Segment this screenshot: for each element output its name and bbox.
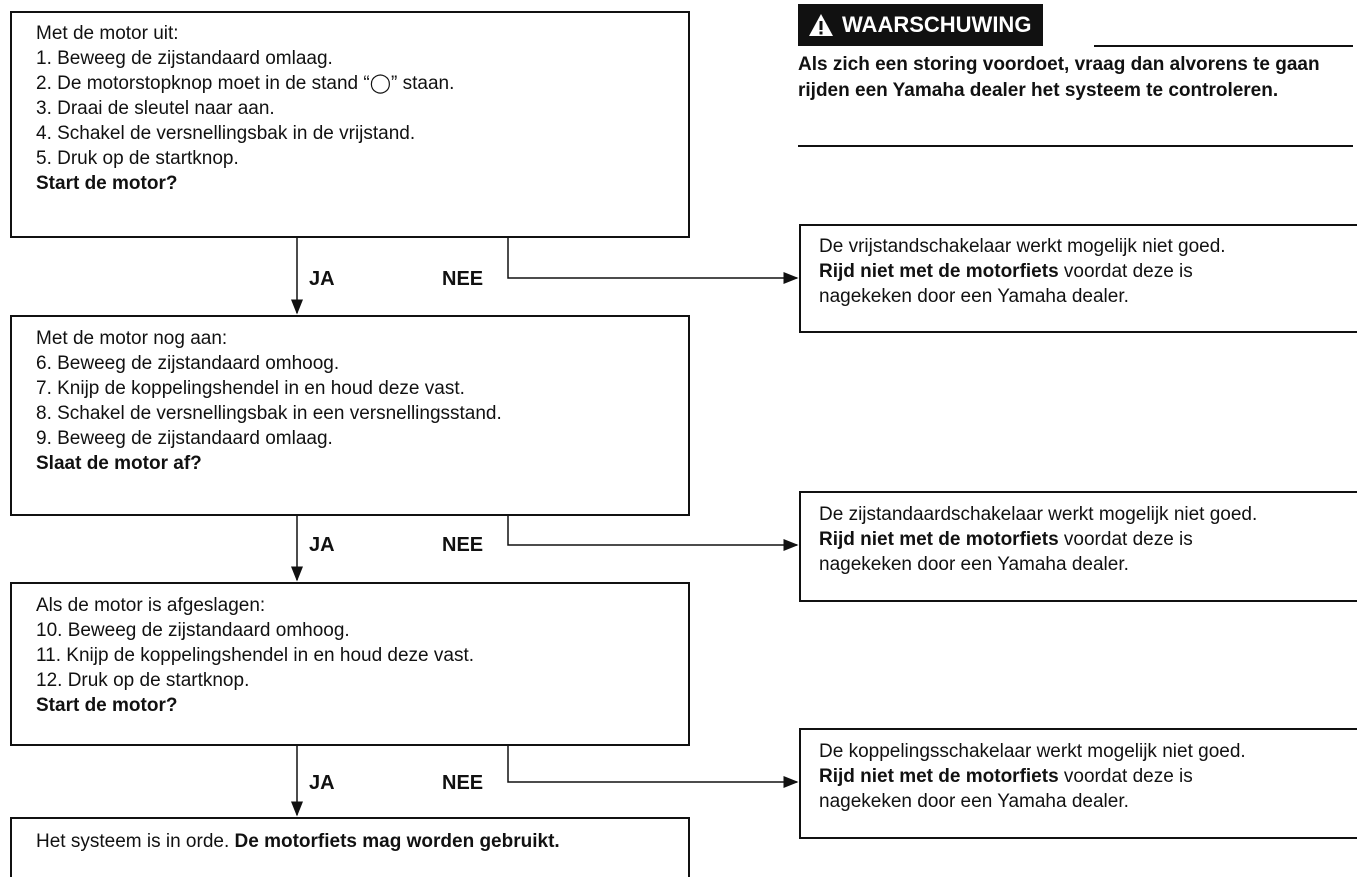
step-2-line: 7. Knijp de koppelingshendel in en houd … [36,378,465,399]
result-box-1: De vrijstandschakelaar werkt mogelijk ni… [799,224,1357,333]
step-1-line: Met de motor uit: [36,23,179,44]
final-box: Het systeem is in orde. De motorfiets ma… [10,817,690,877]
final-text: Het systeem is in orde. De motorfiets ma… [36,829,688,854]
no-label-2: NEE [442,534,484,556]
step-1-line: 1. Beweeg de zijstandaard omlaag. [36,48,333,69]
step-3-line: 11. Knijp de koppelingshendel in en houd… [36,645,475,666]
result-1-line1: De vrijstandschakelaar werkt mogelijk ni… [819,236,1226,257]
warning-bottom-rule [798,145,1353,147]
result-1-line3: nagekeken door een Yamaha dealer. [819,286,1129,307]
no-arrow-1 [507,237,799,284]
step-3-line: 10. Beweeg de zijstandaard omhoog. [36,620,350,641]
no-label-1: NEE [442,268,484,290]
step-3-question: Start de motor? [36,695,178,716]
warning-top-rule [1094,45,1353,47]
final-bold: De motorfiets mag worden gebruikt. [234,831,560,852]
result-3-line2: Rijd niet met de motorfiets voordat deze… [819,764,1357,789]
warning-header: WAARSCHUWING [798,4,1353,48]
step-1-line: 3. Draai de sleutel naar aan. [36,98,275,119]
result-1-line2: Rijd niet met de motorfiets voordat deze… [819,259,1357,284]
step-2-question: Slaat de motor af? [36,453,202,474]
result-2-rest: voordat deze is [1058,529,1193,550]
final-normal: Het systeem is in orde. [36,831,235,852]
result-2-line2: Rijd niet met de motorfiets voordat deze… [819,527,1357,552]
result-3-rest: voordat deze is [1058,766,1193,787]
step-box-3: Als de motor is afgeslagen: 10. Beweeg d… [10,582,690,746]
step-1-line: 5. Druk op de startknop. [36,148,239,169]
yes-label-1: JA [309,268,335,290]
warning-text: Als zich een storing voordoet, vraag dan… [798,54,1320,101]
no-label-3: NEE [442,772,484,794]
warning-badge: WAARSCHUWING [798,4,1044,46]
step-1-line: 2. De motorstopknop moet in de stand “◯”… [36,73,455,94]
no-arrow-3 [507,745,799,788]
yes-label-2: JA [309,534,335,556]
step-2-line: 9. Beweeg de zijstandaard omlaag. [36,428,333,449]
yes-label-3: JA [309,772,335,794]
step-1-line: 4. Schakel de versnellingsbak in de vrij… [36,123,416,144]
result-box-2: De zijstandaardschakelaar werkt mogelijk… [799,491,1357,602]
result-2-bold: Rijd niet met de motorfiets [819,529,1059,550]
result-2-line1: De zijstandaardschakelaar werkt mogelijk… [819,504,1258,525]
result-2-line3: nagekeken door een Yamaha dealer. [819,554,1129,575]
warning-triangle-icon [809,14,833,36]
step-1-question: Start de motor? [36,173,178,194]
result-1-bold: Rijd niet met de motorfiets [819,261,1059,282]
result-3-bold: Rijd niet met de motorfiets [819,766,1059,787]
step-2-line: 8. Schakel de versnellingsbak in een ver… [36,403,502,424]
no-arrow-2 [507,515,799,551]
result-3-line1: De koppelingsschakelaar werkt mogelijk n… [819,741,1246,762]
step-3-line: 12. Druk op de startknop. [36,670,250,691]
step-2-line: 6. Beweeg de zijstandaard omhoog. [36,353,340,374]
step-box-1: Met de motor uit: 1. Beweeg de zijstanda… [10,11,690,238]
warning-title: WAARSCHUWING [842,12,1032,37]
step-box-2: Met de motor nog aan: 6. Beweeg de zijst… [10,315,690,516]
result-box-3: De koppelingsschakelaar werkt mogelijk n… [799,728,1357,839]
step-2-line: Met de motor nog aan: [36,328,228,349]
step-3-line: Als de motor is afgeslagen: [36,595,266,616]
result-3-line3: nagekeken door een Yamaha dealer. [819,791,1129,812]
result-1-rest: voordat deze is [1058,261,1193,282]
